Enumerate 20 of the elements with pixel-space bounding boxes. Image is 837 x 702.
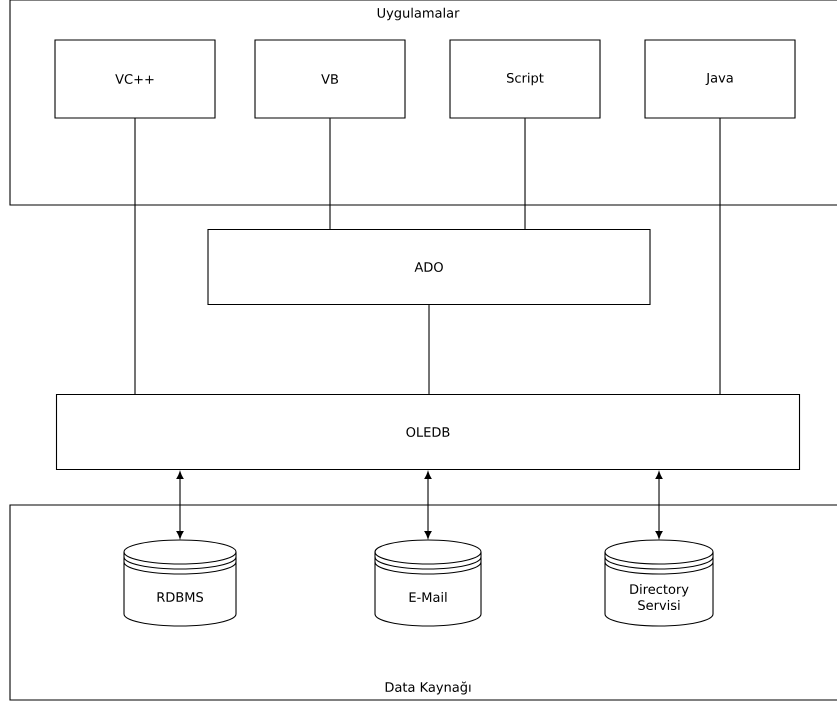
connector-line bbox=[134, 118, 136, 394]
connector-line bbox=[329, 118, 331, 229]
database-cylinder: Directory Servisi bbox=[604, 539, 714, 627]
connector-line bbox=[428, 305, 430, 394]
component-box: ADO bbox=[207, 228, 651, 306]
node-label: RDBMS bbox=[158, 592, 203, 602]
component-box: OLEDB bbox=[56, 394, 800, 470]
component-box: Script bbox=[449, 39, 601, 119]
connector-line bbox=[176, 471, 184, 539]
connector-line bbox=[656, 471, 662, 539]
node-label: Directory Servisi bbox=[630, 584, 689, 610]
connector-line bbox=[719, 118, 721, 394]
connector-line bbox=[524, 118, 526, 229]
database-cylinder: E-Mail bbox=[374, 539, 482, 627]
node-label: E-Mail bbox=[410, 592, 446, 602]
database-cylinder: RDBMS bbox=[123, 539, 237, 627]
component-box: VB bbox=[254, 39, 406, 119]
connector-line bbox=[424, 471, 432, 539]
component-box: VC++ bbox=[54, 39, 216, 119]
component-box: Java bbox=[644, 39, 796, 119]
